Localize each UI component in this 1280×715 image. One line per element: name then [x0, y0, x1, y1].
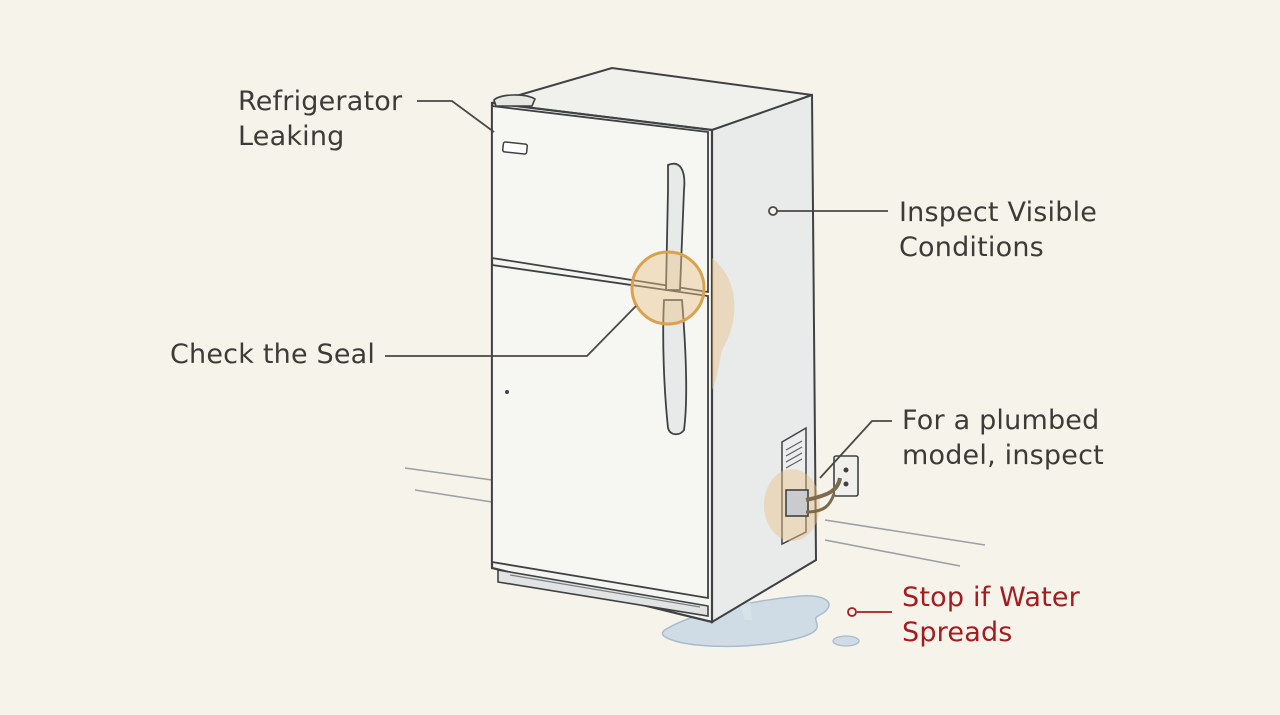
- water-valve: [785, 477, 842, 517]
- floor-lines: [404, 467, 986, 567]
- wall-outlet-illustration: [833, 455, 859, 497]
- leader-plumbed-model: [819, 420, 892, 479]
- freezer-door: [491, 104, 709, 294]
- callout-plumbed-model-line2: model, inspect: [902, 440, 1104, 471]
- leader-lines: [385, 100, 892, 617]
- freezer-handle: [665, 162, 686, 291]
- leader-check-seal: [385, 305, 637, 357]
- callout-stop-water: Stop if Water Spreads: [902, 580, 1080, 650]
- callout-plumbed-model-line1: For a plumbed: [902, 405, 1100, 436]
- callout-inspect-visible-line2: Conditions: [899, 232, 1044, 263]
- leader-refrigerator-leaking: [417, 100, 495, 133]
- callout-inspect-visible: Inspect Visible Conditions: [899, 195, 1097, 265]
- callout-stop-water-line1: Stop if Water: [902, 582, 1080, 613]
- vent-slats: [785, 440, 803, 469]
- callout-plumbed-model: For a plumbed model, inspect: [902, 403, 1104, 473]
- callout-check-seal: Check the Seal: [170, 337, 375, 372]
- top-hinge: [493, 94, 537, 107]
- fridge-side: [711, 93, 818, 624]
- fridge-door: [491, 263, 709, 600]
- callout-check-seal-line1: Check the Seal: [170, 339, 376, 370]
- freezer-badge: [501, 141, 529, 155]
- fridge-handle: [662, 299, 688, 436]
- callout-refrigerator-leaking-line1: Refrigerator: [238, 86, 403, 117]
- callout-inspect-visible-line1: Inspect Visible: [899, 197, 1098, 228]
- callout-stop-water-line2: Spreads: [902, 617, 1013, 648]
- callout-refrigerator-leaking-line2: Leaking: [238, 121, 345, 152]
- callout-refrigerator-leaking: Refrigerator Leaking: [238, 84, 402, 154]
